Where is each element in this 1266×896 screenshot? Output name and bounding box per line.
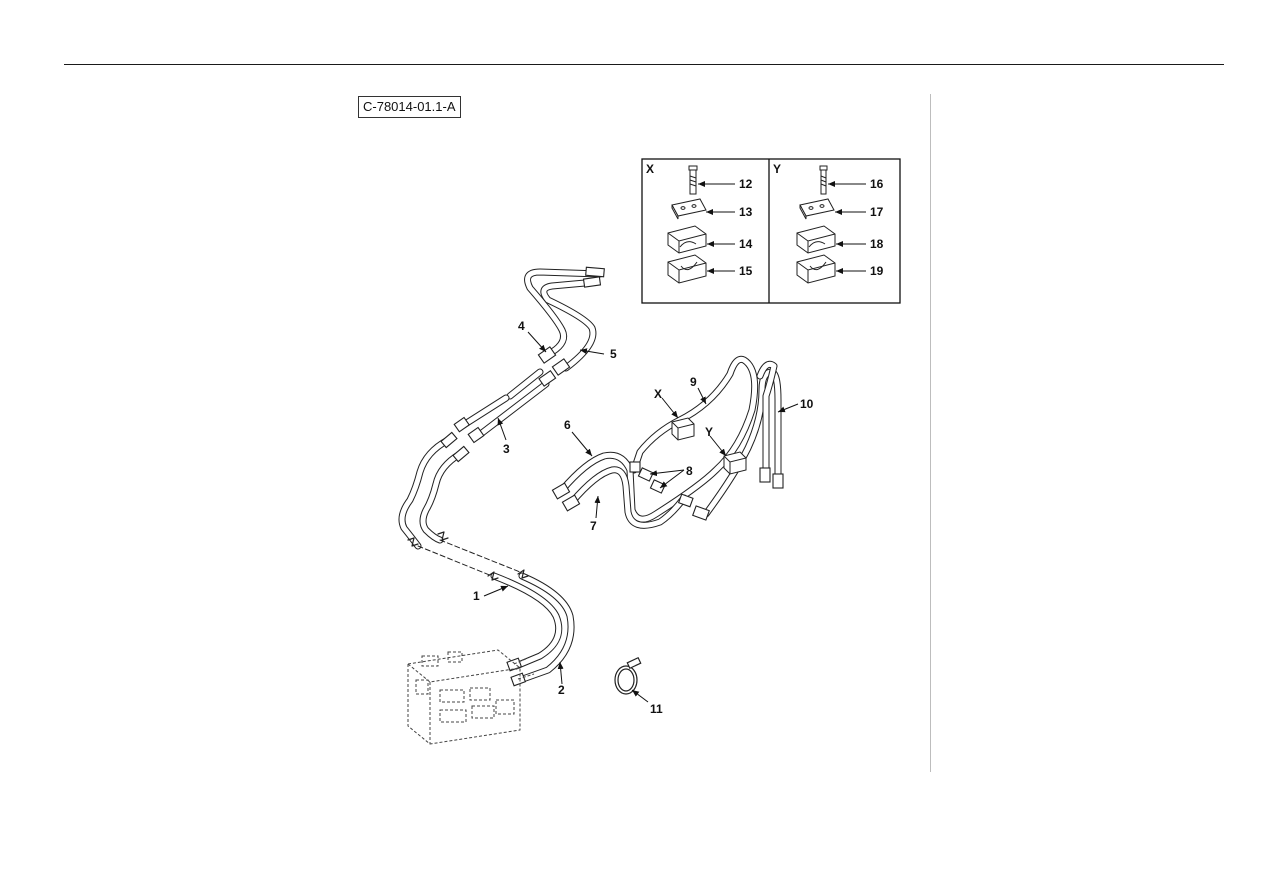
right-hose-run xyxy=(558,355,782,529)
detail-inset: X Y xyxy=(641,158,901,304)
callout-19: 19 xyxy=(870,264,884,278)
control-valve-phantom xyxy=(407,649,535,745)
marker-y: Y xyxy=(705,425,713,439)
callout-4: 4 xyxy=(518,319,525,333)
callout-6: 6 xyxy=(564,418,571,432)
detail-y-clamp-upper xyxy=(796,225,836,254)
callout-3: 3 xyxy=(503,442,510,456)
detail-y-label: Y xyxy=(773,162,781,176)
main-leaders xyxy=(483,331,799,703)
marker-x: X xyxy=(654,387,662,401)
detail-leaders xyxy=(698,181,866,274)
callout-11: 11 xyxy=(650,702,663,716)
detail-x-label: X xyxy=(646,162,654,176)
clamp-x-installed xyxy=(671,417,695,441)
detail-x-bolt xyxy=(688,165,698,195)
clamp-y-installed xyxy=(723,451,747,475)
callout-15: 15 xyxy=(739,264,753,278)
cable-tie-part xyxy=(614,656,642,695)
column-divider xyxy=(930,94,931,772)
left-hose-run xyxy=(398,268,604,684)
detail-y-plate xyxy=(799,198,835,220)
callout-9: 9 xyxy=(690,375,697,389)
callout-5: 5 xyxy=(610,347,617,361)
callout-12: 12 xyxy=(739,177,753,191)
callout-18: 18 xyxy=(870,237,884,251)
callout-16: 16 xyxy=(870,177,884,191)
header-rule xyxy=(64,64,1224,65)
detail-y-bolt xyxy=(819,165,828,195)
callout-10: 10 xyxy=(800,397,814,411)
figure-reference-code: C-78014-01.1-A xyxy=(358,96,461,118)
detail-x-clamp-upper xyxy=(667,225,707,254)
callout-7: 7 xyxy=(590,519,597,533)
detail-y-clamp-lower xyxy=(796,254,836,284)
callout-13: 13 xyxy=(739,205,753,219)
detail-x-clamp-lower xyxy=(667,254,707,284)
callout-14: 14 xyxy=(739,237,753,251)
callout-17: 17 xyxy=(870,205,884,219)
callout-1: 1 xyxy=(473,589,480,603)
callout-8: 8 xyxy=(686,464,693,478)
right-run-fittings xyxy=(551,461,784,521)
callout-2: 2 xyxy=(558,683,565,697)
left-run-fittings xyxy=(440,266,605,687)
